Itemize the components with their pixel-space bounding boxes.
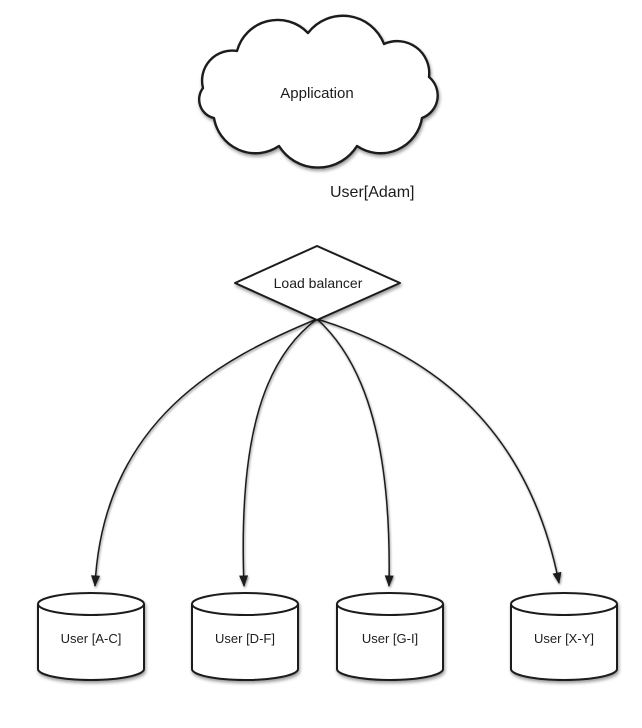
edge-to-shard-g-i xyxy=(316,318,394,587)
edges-loadbalancer-to-shards xyxy=(91,318,562,587)
load-balancer-node: Load balancer xyxy=(234,245,401,321)
database-cylinder-top xyxy=(37,592,145,616)
shard-node-x-y: User [X-Y] xyxy=(510,592,618,681)
database-cylinder-top xyxy=(510,592,618,616)
edge-to-shard-x-y xyxy=(316,318,562,584)
application-cloud-node: Application xyxy=(198,14,439,169)
shard-node-a-c: User [A-C] xyxy=(37,592,145,681)
database-cylinder-top xyxy=(191,592,299,616)
edge-to-shard-a-c xyxy=(91,318,318,587)
application-label: Application xyxy=(280,85,353,102)
database-cylinder xyxy=(510,604,618,681)
cloud-shape xyxy=(198,14,439,169)
shard-node-d-f: User [D-F] xyxy=(191,592,299,681)
database-cylinder-top xyxy=(336,592,444,616)
database-cylinder xyxy=(191,604,299,681)
diamond-shape xyxy=(234,245,401,321)
edge-to-shard-d-f xyxy=(239,318,318,587)
database-cylinder xyxy=(336,604,444,681)
shard-label: User [D-F] xyxy=(215,631,275,646)
shard-label: User [X-Y] xyxy=(534,631,594,646)
shard-label: User [A-C] xyxy=(61,631,122,646)
load-balancer-label: Load balancer xyxy=(274,275,363,291)
edge-label-user-adam: User[Adam] xyxy=(330,184,414,201)
database-cylinder xyxy=(37,604,145,681)
shard-label: User [G-I] xyxy=(362,631,418,646)
shard-node-g-i: User [G-I] xyxy=(336,592,444,681)
